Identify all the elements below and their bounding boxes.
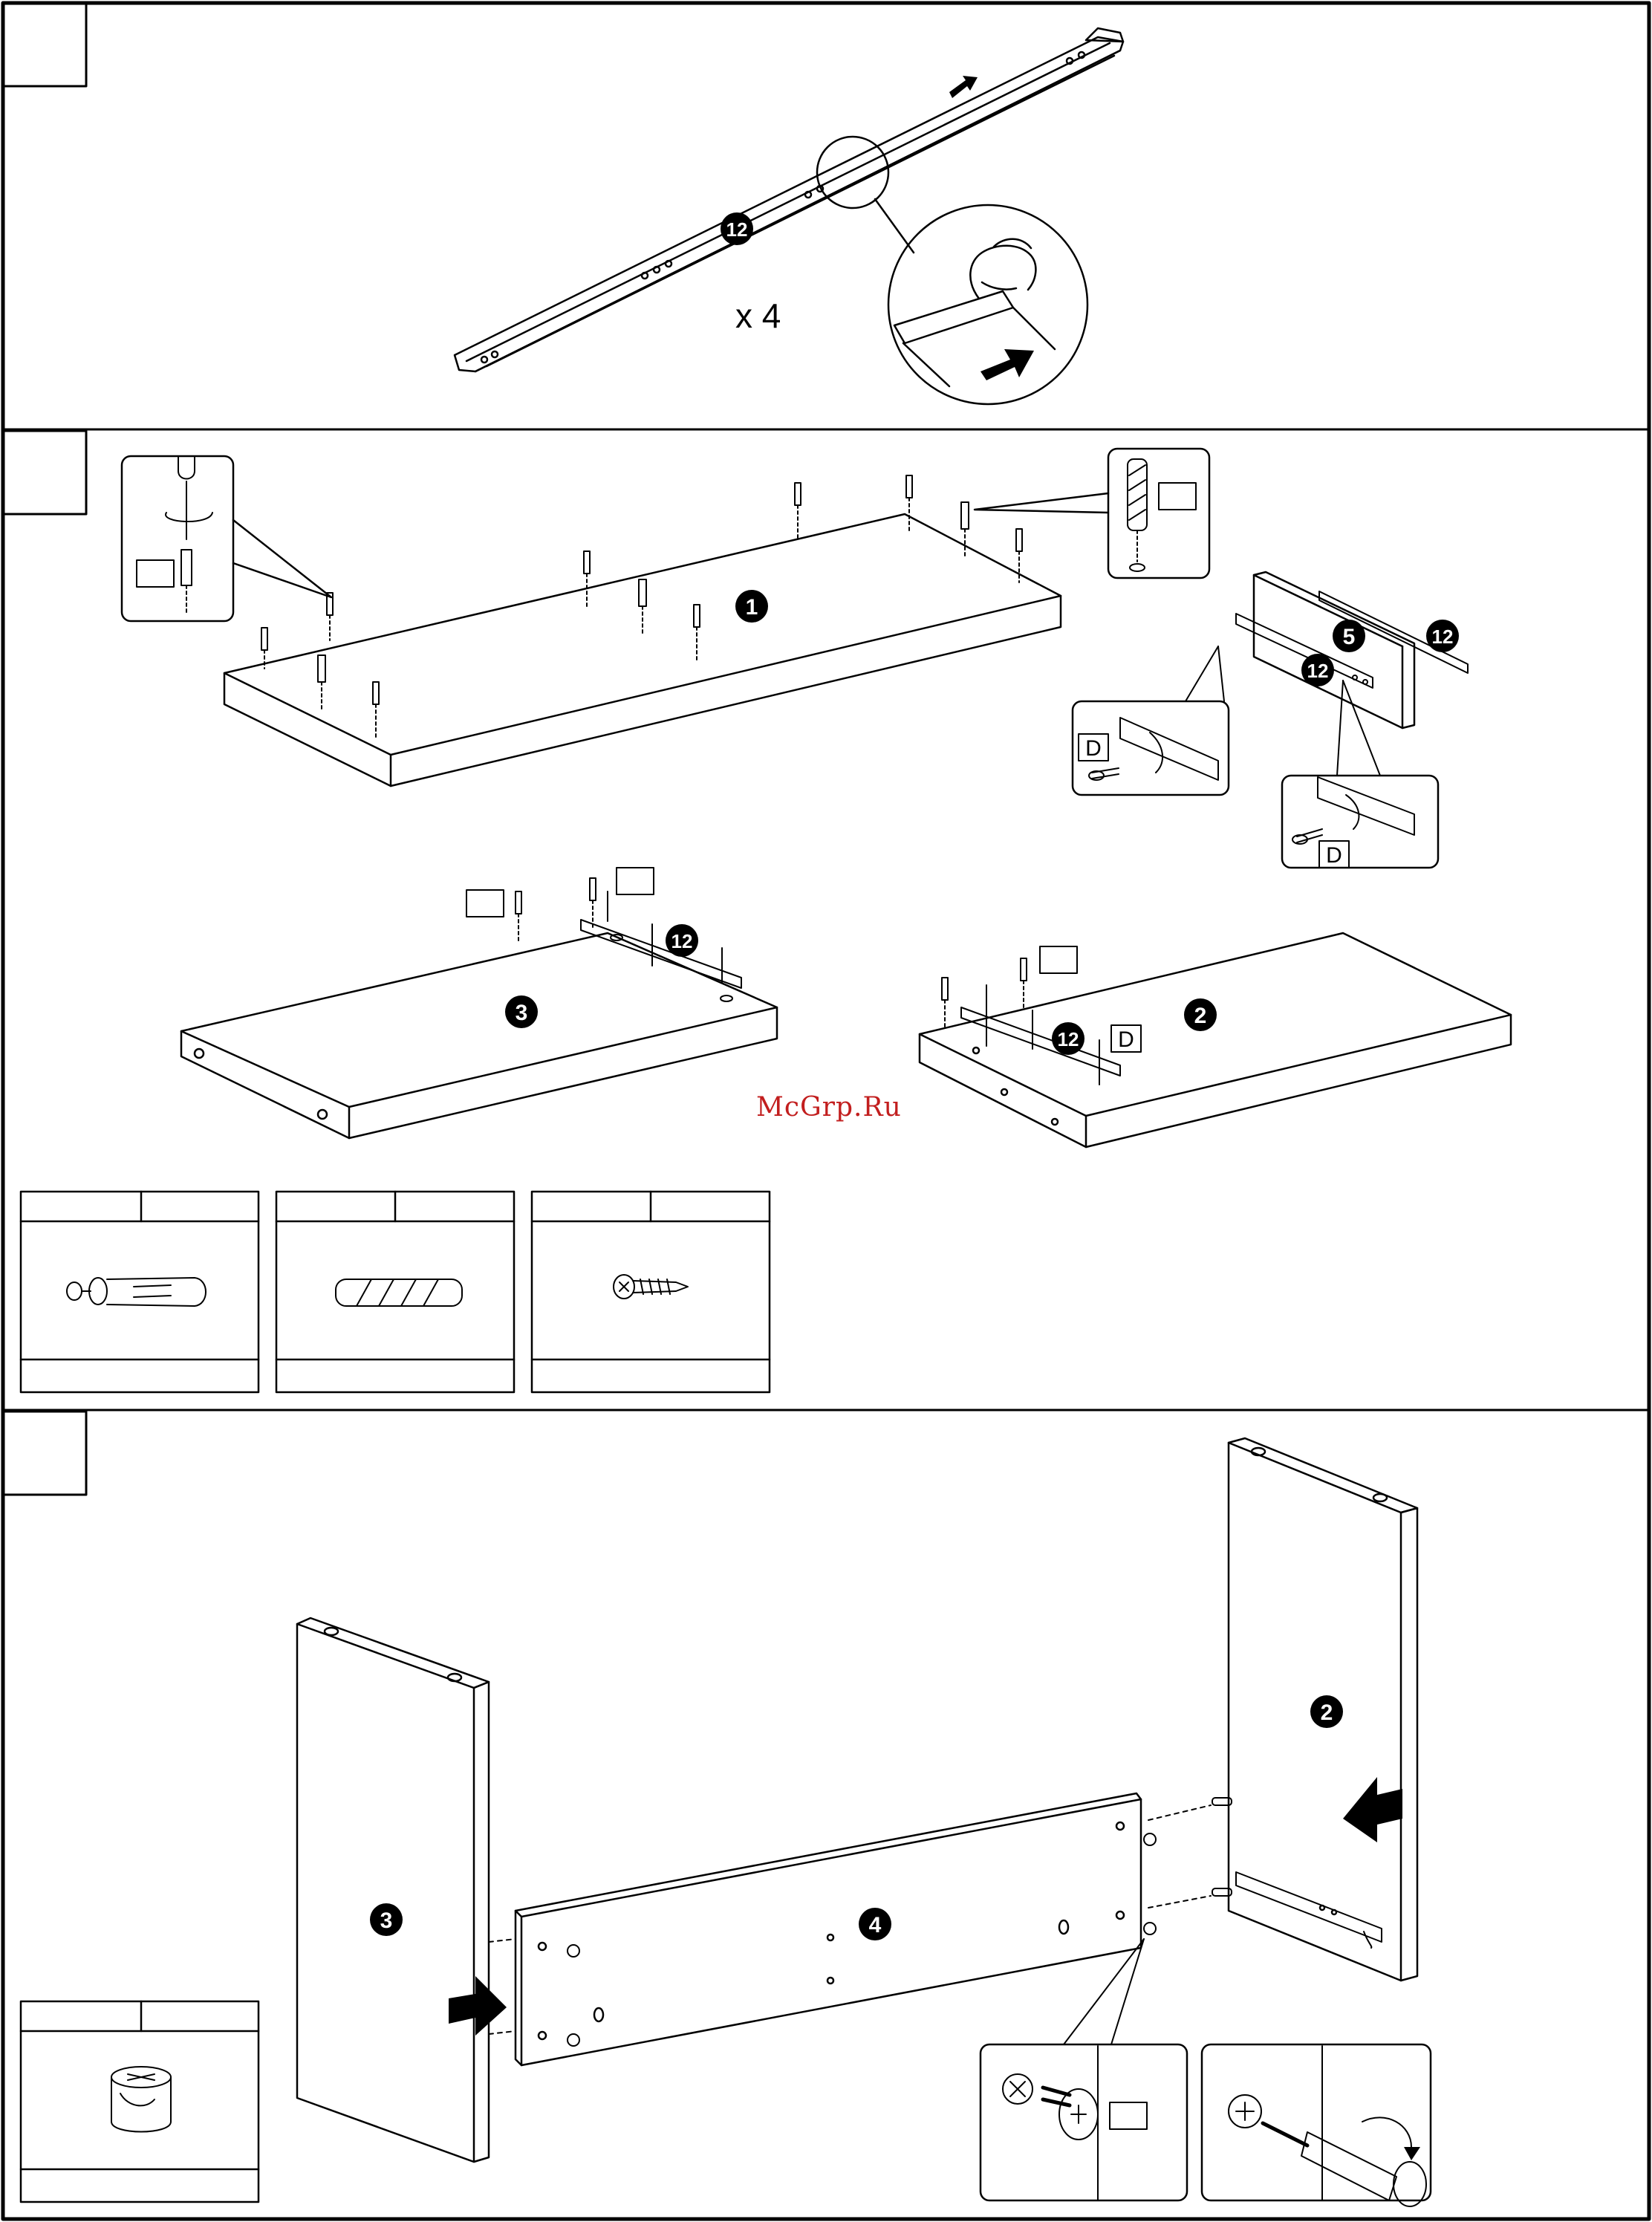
dowel-code-box bbox=[1159, 483, 1196, 510]
d-label-rear-screw: D bbox=[1326, 843, 1342, 868]
d-label-front-screw: D bbox=[1085, 736, 1102, 761]
rear-screw-leader-2 bbox=[1343, 680, 1380, 776]
side-panel-3 bbox=[297, 1618, 489, 2162]
rear-screw-leader bbox=[1337, 680, 1343, 776]
panel-3-code-box-2 bbox=[617, 868, 654, 894]
step-box-3 bbox=[3, 1412, 86, 1495]
panel-3 bbox=[181, 933, 777, 1138]
part-box-screw bbox=[532, 1192, 770, 1392]
panel-5 bbox=[1254, 572, 1414, 728]
part-box-cam-lock bbox=[21, 2001, 258, 2202]
rear-screw-detail bbox=[1292, 777, 1414, 844]
badge-2-side: 2 bbox=[1321, 1700, 1333, 1725]
panel-3-code-box-1 bbox=[466, 890, 504, 917]
dowel-detail-box bbox=[1108, 449, 1209, 578]
watermark: McGrp.Ru bbox=[756, 1092, 902, 1123]
badge-2-panel: 2 bbox=[1194, 1004, 1207, 1028]
badge-5-panel: 5 bbox=[1343, 625, 1356, 649]
cam-lock-code-box bbox=[1110, 2102, 1147, 2129]
badge-12-panel5-a: 12 bbox=[1432, 626, 1454, 648]
cam-lock-leader-2 bbox=[1111, 1939, 1144, 2044]
d-label-panel2: D bbox=[1118, 1027, 1134, 1052]
cam-bolt-icon bbox=[67, 1278, 206, 1306]
rail-screw-leader-2 bbox=[1218, 646, 1224, 701]
rail-screw-leader bbox=[1186, 646, 1218, 701]
arrow-right-icon bbox=[949, 76, 978, 98]
d-labels: D D D bbox=[1085, 736, 1342, 1052]
d-label-boxes bbox=[1079, 734, 1349, 1052]
quantity-label: x 4 bbox=[735, 296, 781, 336]
screwdriver-icon bbox=[166, 456, 212, 614]
step-box-2 bbox=[3, 431, 86, 514]
drawer-rail bbox=[455, 28, 1123, 371]
cam-bolt-code-box bbox=[137, 560, 174, 587]
dowel-part-icon bbox=[336, 1279, 462, 1306]
badge-12-panel3: 12 bbox=[671, 930, 693, 952]
screwdriver-leader bbox=[233, 520, 331, 597]
badge-3-panel: 3 bbox=[516, 1001, 528, 1025]
dowel-leader bbox=[975, 493, 1108, 513]
panel-3-rail bbox=[516, 878, 741, 1001]
push-arrow-icon bbox=[981, 349, 1034, 380]
panel-1 bbox=[224, 514, 1061, 786]
release-lever-detail bbox=[894, 239, 1055, 386]
screw-part-icon bbox=[614, 1275, 688, 1299]
panel-1-fittings bbox=[261, 475, 1022, 737]
panel-2 bbox=[920, 933, 1511, 1147]
cam-lock-detail bbox=[1003, 2046, 1098, 2200]
badge-12-rail: 12 bbox=[726, 218, 748, 241]
part-box-cam-bolt bbox=[21, 1192, 258, 1392]
badge-12-panel5-b: 12 bbox=[1307, 660, 1329, 682]
dowel-icon bbox=[1128, 459, 1147, 571]
badge-1-panel: 1 bbox=[746, 595, 758, 620]
step-box-1 bbox=[3, 3, 86, 86]
cam-lock-part-icon bbox=[111, 2067, 171, 2132]
badge-3-side: 3 bbox=[380, 1908, 393, 1933]
screwdriver-detail-box bbox=[122, 456, 233, 621]
badge-labels: 12 1 5 12 12 12 3 12 2 3 4 2 bbox=[380, 218, 1454, 1937]
tighten-detail bbox=[1229, 2046, 1426, 2206]
badge-12-panel2: 12 bbox=[1058, 1028, 1079, 1050]
badge-4-back: 4 bbox=[869, 1913, 882, 1937]
push-right-arrow-icon bbox=[449, 1976, 507, 2036]
part-box-dowel bbox=[276, 1192, 514, 1392]
panel-2-code-box bbox=[1040, 946, 1077, 973]
push-left-arrow-icon bbox=[1343, 1777, 1402, 1842]
cam-lock-detail-box bbox=[981, 2044, 1187, 2200]
back-panel-4 bbox=[516, 1793, 1141, 2065]
number-badges bbox=[370, 212, 1459, 1940]
